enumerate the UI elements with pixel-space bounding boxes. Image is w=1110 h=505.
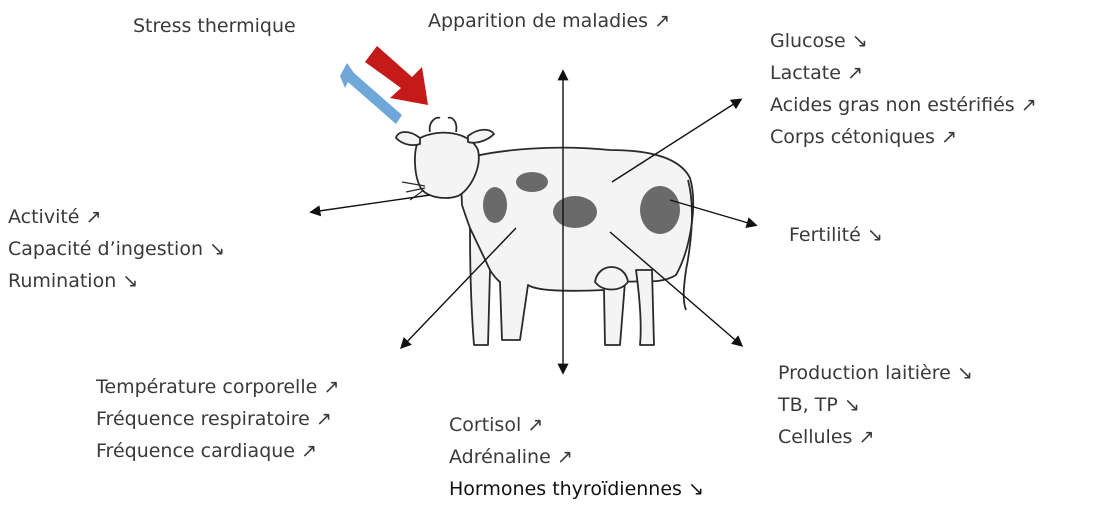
physiology-item: Température corporelle ↗ bbox=[96, 371, 339, 403]
metabolite-item: Lactate ↗ bbox=[770, 57, 1037, 89]
arrow-left bbox=[312, 195, 430, 212]
hormone-item: Cortisol ↗ bbox=[449, 409, 704, 441]
label-apparition-maladies: Apparition de maladies ↗ bbox=[428, 5, 670, 37]
apparition-maladies-text: Apparition de maladies ↗ bbox=[428, 5, 670, 37]
metabolite-item: Corps cétoniques ↗ bbox=[770, 121, 1037, 153]
metabolite-item: Glucose ↘ bbox=[770, 25, 1037, 57]
fertilite-text: Fertilité ↘ bbox=[789, 219, 883, 251]
physiology-item: Fréquence respiratoire ↗ bbox=[96, 403, 339, 435]
behavior-item: Capacité d’ingestion ↘ bbox=[8, 233, 225, 265]
heat-stress-arrows bbox=[340, 46, 428, 124]
cow-illustration bbox=[396, 118, 693, 345]
behavior-item: Rumination ↘ bbox=[8, 265, 225, 297]
hormone-item: Adrénaline ↗ bbox=[449, 441, 704, 473]
milk-item: TB, TP ↘ bbox=[778, 389, 973, 421]
hormones-group: Cortisol ↗ Adrénaline ↗ Hormones thyroïd… bbox=[449, 409, 704, 505]
arrow-lower-left bbox=[402, 228, 516, 347]
label-stress-thermique: Stress thermique bbox=[133, 10, 296, 42]
milk-production-group: Production laitière ↘ TB, TP ↘ Cellules … bbox=[778, 357, 973, 453]
stress-thermique-text: Stress thermique bbox=[133, 10, 296, 42]
behavior-item: Activité ↗ bbox=[8, 201, 225, 233]
milk-item: Cellules ↗ bbox=[778, 421, 973, 453]
metabolite-item: Acides gras non estérifiés ↗ bbox=[770, 89, 1037, 121]
physiology-item: Fréquence cardiaque ↗ bbox=[96, 435, 339, 467]
label-fertilite: Fertilité ↘ bbox=[789, 219, 883, 251]
physiology-group: Température corporelle ↗ Fréquence respi… bbox=[96, 371, 339, 467]
metabolites-group: Glucose ↘ Lactate ↗ Acides gras non esté… bbox=[770, 25, 1037, 153]
milk-item: Production laitière ↘ bbox=[778, 357, 973, 389]
behavior-group: Activité ↗ Capacité d’ingestion ↘ Rumina… bbox=[8, 201, 225, 297]
hormone-item: Hormones thyroïdiennes ↘ bbox=[449, 473, 704, 505]
